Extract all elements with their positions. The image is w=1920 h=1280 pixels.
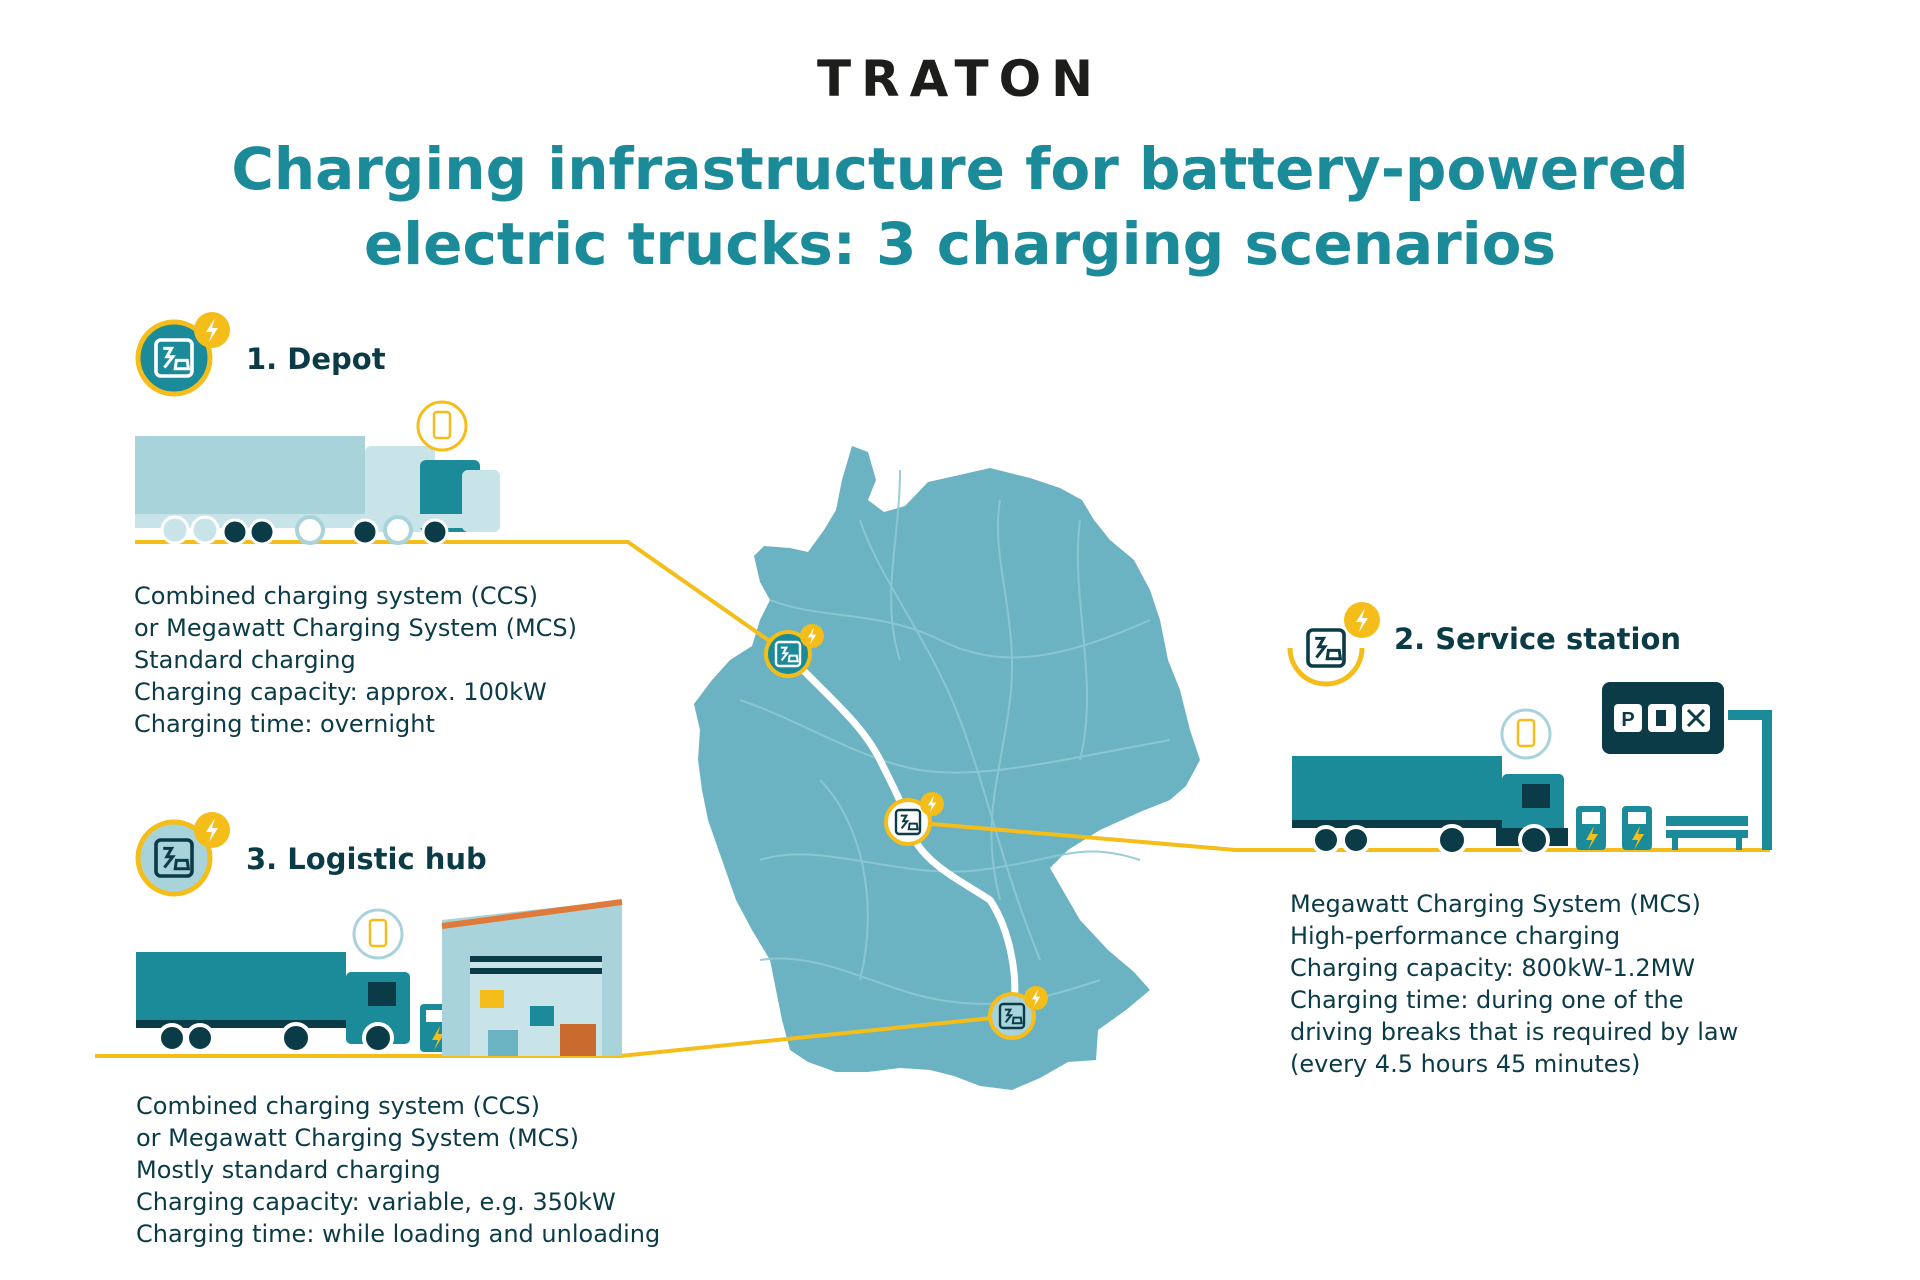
map-marker-depot	[764, 624, 824, 678]
info-line: Charging time: while loading and unloadi…	[136, 1220, 661, 1248]
info-line: or Megawatt Charging System (MCS)	[134, 614, 578, 642]
service-station-illustration: P	[1292, 682, 1772, 856]
restaurant-icon	[1682, 704, 1710, 732]
info-line: Combined charging system (CCS)	[136, 1092, 540, 1120]
title-line-1: Charging infrastructure for battery-powe…	[231, 135, 1689, 203]
parking-icon: P	[1614, 704, 1642, 732]
info-line: Combined charging system (CCS)	[134, 582, 538, 610]
page-title: Charging infrastructure for battery-powe…	[0, 132, 1920, 282]
map-marker-service-station	[884, 792, 944, 846]
logistic-hub-illustration	[136, 899, 623, 1056]
map-roads	[739, 469, 1171, 1005]
info-line: driving breaks that is required by law	[1290, 1018, 1739, 1046]
germany-map	[694, 446, 1200, 1090]
title-line-2: electric trucks: 3 charging scenarios	[363, 210, 1557, 278]
depot-info: Combined charging system (CCS) or Megawa…	[134, 580, 577, 740]
info-line: High-performance charging	[1290, 922, 1621, 950]
info-line: Charging time: overnight	[134, 710, 435, 738]
info-line: Megawatt Charging System (MCS)	[1290, 890, 1701, 918]
traton-logo: TRATON	[817, 50, 1103, 108]
truck-charging-icon	[1287, 602, 1380, 687]
info-line: Mostly standard charging	[136, 1156, 441, 1184]
info-line: Charging capacity: variable, e.g. 350kW	[136, 1188, 616, 1216]
service-station-info: Megawatt Charging System (MCS) High-perf…	[1290, 888, 1738, 1080]
depot-heading: 1. Depot	[246, 342, 386, 376]
truck-charging-icon	[135, 312, 230, 397]
service-station-heading: 2. Service station	[1394, 622, 1682, 656]
logistic-hub-heading: 3. Logistic hub	[246, 842, 487, 876]
svg-text:P: P	[1621, 709, 1634, 731]
info-line: (every 4.5 hours 45 minutes)	[1290, 1050, 1641, 1078]
map-marker-logistic-hub	[988, 986, 1048, 1040]
fuel-icon	[1648, 704, 1676, 732]
info-line: Charging capacity: 800kW-1.2MW	[1290, 954, 1696, 982]
info-line: Charging capacity: approx. 100kW	[134, 678, 547, 706]
info-line: Standard charging	[134, 646, 356, 674]
info-line: Charging time: during one of the	[1290, 986, 1684, 1014]
depot-trucks-illustration	[135, 400, 500, 546]
truck-charging-icon	[135, 812, 230, 897]
info-line: or Megawatt Charging System (MCS)	[136, 1124, 580, 1152]
logistic-hub-info: Combined charging system (CCS) or Megawa…	[136, 1090, 660, 1250]
